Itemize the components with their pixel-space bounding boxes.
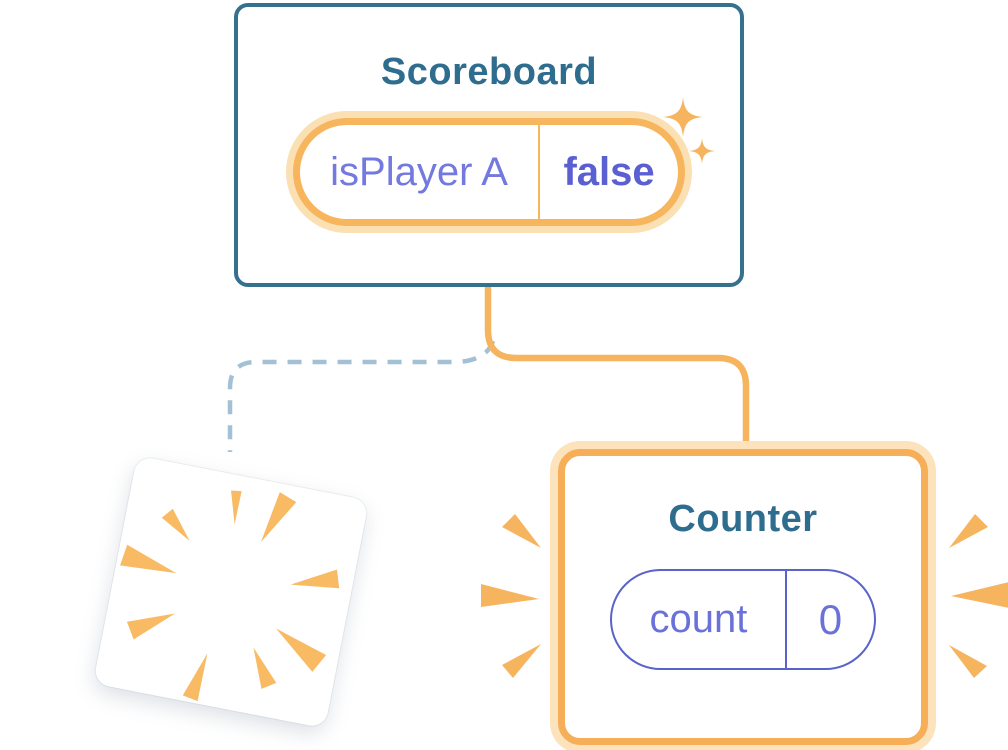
sparkles-icon	[663, 97, 715, 164]
emphasis-marks-right-icon	[949, 514, 1008, 678]
state-key-label: isPlayer A	[330, 149, 508, 194]
active-connector-line	[484, 278, 750, 462]
removed-component-card	[93, 455, 369, 729]
scoreboard-state-pill: isPlayer A false	[293, 118, 685, 226]
scoreboard-component-card: Scoreboard isPlayer A false	[234, 3, 744, 287]
removed-connector-dashed-line	[227, 340, 496, 452]
poof-burst-icon	[120, 490, 340, 702]
state-key-label: count	[649, 597, 748, 641]
state-value-label: false	[538, 125, 678, 219]
counter-component-card: Counter count 0	[558, 449, 928, 745]
state-value-label: 0	[784, 571, 874, 668]
scoreboard-title: Scoreboard	[380, 51, 598, 93]
counter-state-pill: count 0	[610, 569, 876, 670]
counter-title: Counter	[668, 498, 818, 540]
emphasis-marks-left-icon	[481, 514, 541, 678]
